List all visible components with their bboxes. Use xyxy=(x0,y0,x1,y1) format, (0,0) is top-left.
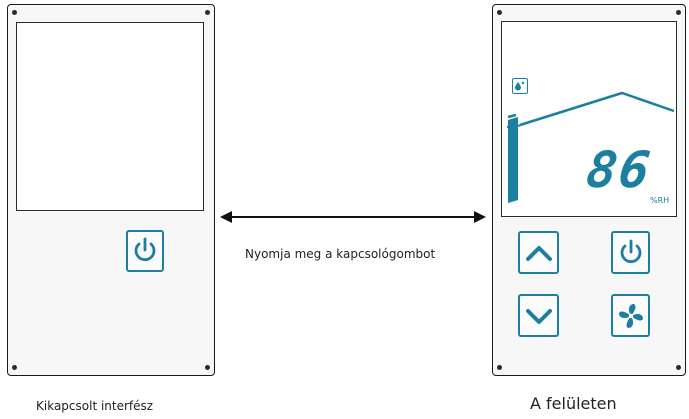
screw-top-left xyxy=(497,10,502,15)
controller-on-panel: 86 %RH xyxy=(492,4,686,376)
screw-bottom-left xyxy=(12,365,17,370)
on-interface-caption: A felületen xyxy=(530,394,617,413)
screw-top-right xyxy=(676,10,681,15)
off-interface-caption: Kikapcsolt interfész xyxy=(36,399,154,413)
screw-bottom-right xyxy=(676,365,681,370)
screw-bottom-right xyxy=(205,365,210,370)
screw-bottom-left xyxy=(497,365,502,370)
press-power-instruction: Nyomja meg a kapcsológombot xyxy=(245,247,436,261)
power-button[interactable] xyxy=(611,231,650,274)
power-icon xyxy=(620,239,641,263)
power-button[interactable] xyxy=(126,230,164,272)
up-button[interactable] xyxy=(518,231,559,274)
house-outline-graphic xyxy=(506,91,675,203)
humidity-readout: 86 xyxy=(582,141,656,199)
controller-off-panel xyxy=(7,4,215,376)
blank-display xyxy=(16,22,204,211)
screw-top-left xyxy=(12,10,17,15)
active-display: 86 %RH xyxy=(501,21,677,217)
double-arrow xyxy=(220,211,486,223)
chevron-down-icon xyxy=(525,308,552,324)
humidity-drop-icon xyxy=(512,78,528,94)
screw-top-right xyxy=(205,10,210,15)
chevron-up-icon xyxy=(525,245,552,261)
fan-icon xyxy=(618,303,643,328)
fan-button[interactable] xyxy=(611,294,650,337)
down-button[interactable] xyxy=(518,294,559,337)
power-icon xyxy=(134,237,156,262)
humidity-unit: %RH xyxy=(650,196,670,205)
